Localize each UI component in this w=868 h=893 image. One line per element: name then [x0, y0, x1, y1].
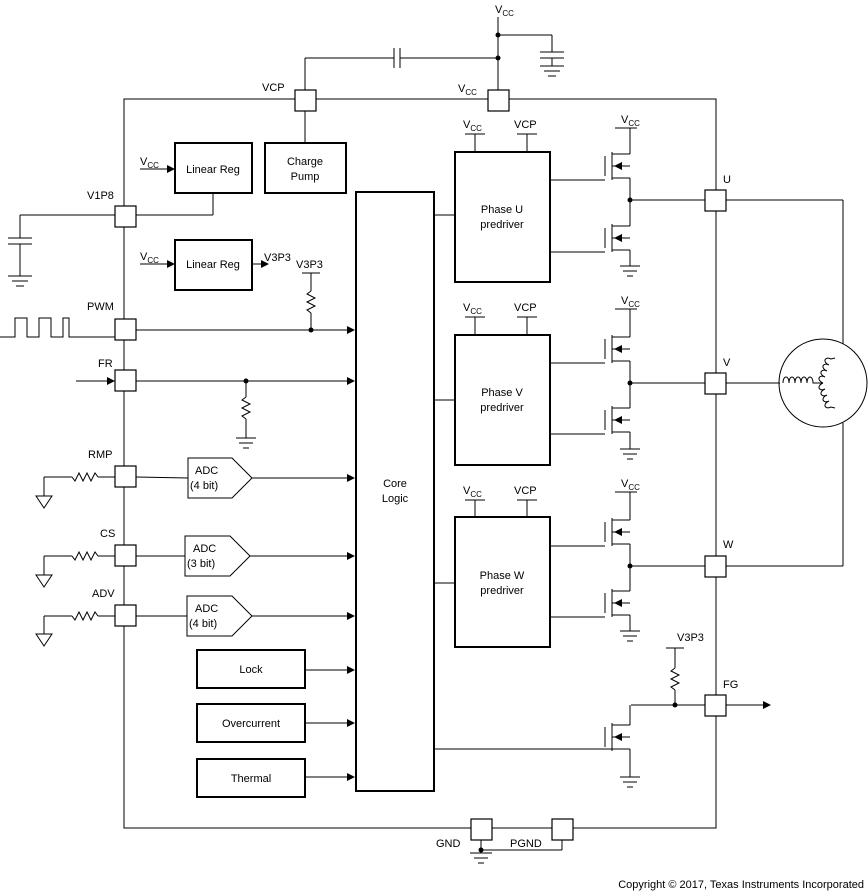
svg-text:VCP: VCP [514, 485, 537, 497]
charge-pump-label-2: Pump [291, 171, 320, 183]
v1p8-pin-label: V1P8 [87, 190, 114, 202]
svg-text:VCP: VCP [514, 302, 537, 314]
v3p3-pullup-label: V3P3 [296, 259, 323, 271]
v-pin-label: V [723, 357, 731, 369]
vcp-pin [294, 89, 317, 112]
adc-cs-label: ADC [193, 543, 216, 555]
motor [726, 199, 868, 567]
svg-text:VCC: VCC [463, 119, 482, 133]
lock-block [196, 649, 306, 689]
thermal-block [196, 758, 306, 798]
svg-text:VCP: VCP [514, 119, 537, 131]
adv-pin [114, 604, 137, 627]
output-half-bridges: VCC VCC VCC [604, 114, 640, 788]
svg-text:VCC: VCC [463, 302, 482, 316]
pwm-pin-label: PWM [87, 301, 114, 313]
adc-rmp-bits: (4 bit) [190, 480, 218, 492]
thermal-label: Thermal [231, 773, 271, 785]
svg-text:Phase W: Phase W [480, 570, 525, 582]
adc-cs [184, 535, 251, 577]
device-outline [123, 98, 717, 829]
pwm-pin [114, 318, 137, 341]
linear-reg-1-label: Linear Reg [186, 164, 240, 176]
adc-rmp-label: ADC [195, 465, 218, 477]
charge-pump-label: Charge [287, 156, 323, 168]
adc-cs-bits: (3 bit) [187, 558, 215, 570]
charge-pump-block [264, 142, 347, 194]
w-pin-label: W [723, 539, 734, 551]
motor-icon [778, 338, 868, 428]
gnd-pin-label: GND [436, 838, 461, 850]
svg-text:Phase U: Phase U [481, 204, 523, 216]
v1p8-capacitor [8, 214, 115, 287]
gnd-pin [470, 818, 493, 841]
phase-w-high-fet [604, 518, 630, 546]
linear-reg-2-block [174, 239, 253, 291]
linear-reg-2-label: Linear Reg [186, 259, 240, 271]
vcc-pin [487, 89, 510, 112]
phase-u-predriver [454, 151, 551, 283]
rmp-resistor [35, 471, 115, 509]
adc-rmp [187, 457, 253, 499]
lock-label: Lock [239, 664, 263, 676]
core-logic-label-2: Logic [382, 493, 409, 505]
w-pin [704, 555, 727, 578]
phase-w-low-fet [604, 589, 630, 617]
svg-text:predriver: predriver [480, 219, 524, 231]
linear-reg-2-vcc-label: VCC [140, 251, 159, 265]
cs-pin [114, 544, 137, 567]
fg-pin [704, 694, 727, 717]
vcc-label: VCC [621, 478, 640, 492]
vcc-supply-network: VCC [304, 4, 564, 90]
svg-text:predriver: predriver [480, 402, 524, 414]
vcp-pin-label: VCP [262, 82, 285, 94]
v3p3-output-label: V3P3 [264, 252, 291, 264]
copyright-text: Copyright © 2017, Texas Instruments Inco… [618, 879, 864, 891]
fg-open-drain-fet [604, 723, 630, 751]
pgnd-pin-label: PGND [510, 838, 542, 850]
adv-resistor [35, 610, 115, 647]
svg-text:VCC: VCC [463, 485, 482, 499]
v-pin [704, 372, 727, 395]
core-logic-label: Core [383, 478, 407, 490]
phase-v-high-fet [604, 335, 630, 363]
pgnd-pin [551, 818, 574, 841]
adv-pin-label: ADV [92, 588, 115, 600]
adc-adv [186, 595, 253, 637]
u-pin-label: U [723, 174, 731, 186]
core-logic-block [355, 191, 435, 792]
phase-u-low-fet [604, 224, 630, 252]
rmp-pin-label: RMP [88, 449, 112, 461]
vcc-label: VCC [621, 295, 640, 309]
svg-text:predriver: predriver [480, 585, 524, 597]
vcc-top-label: VCC [495, 4, 514, 18]
adc-adv-bits: (4 bit) [189, 618, 217, 630]
cs-pin-label: CS [100, 528, 115, 540]
fr-pin [114, 369, 137, 392]
u-pin [704, 189, 727, 212]
vcc-pin-label: VCC [458, 83, 477, 97]
phase-u-section: VCC VCP Phase U predriver [454, 119, 605, 283]
rmp-pin [114, 465, 137, 488]
phase-u-high-fet [604, 152, 630, 180]
phase-w-predriver [454, 516, 551, 648]
fg-pin-label: FG [723, 679, 738, 691]
pwm-waveform [0, 317, 115, 338]
svg-text:Phase V: Phase V [481, 387, 523, 399]
phase-v-section: VCC VCP Phase V predriver [454, 302, 605, 466]
phase-v-predriver [454, 334, 551, 466]
cs-resistor [35, 550, 115, 588]
phase-w-section: VCC VCP Phase W predriver [454, 485, 605, 648]
fr-pin-label: FR [98, 358, 113, 370]
fg-v3p3-label: V3P3 [677, 632, 704, 644]
vcc-label: VCC [621, 114, 640, 128]
adc-adv-label: ADC [195, 603, 218, 615]
overcurrent-label: Overcurrent [222, 718, 280, 730]
v1p8-pin [114, 205, 137, 228]
phase-v-low-fet [604, 406, 630, 434]
linear-reg-1-vcc-label: VCC [140, 156, 159, 170]
